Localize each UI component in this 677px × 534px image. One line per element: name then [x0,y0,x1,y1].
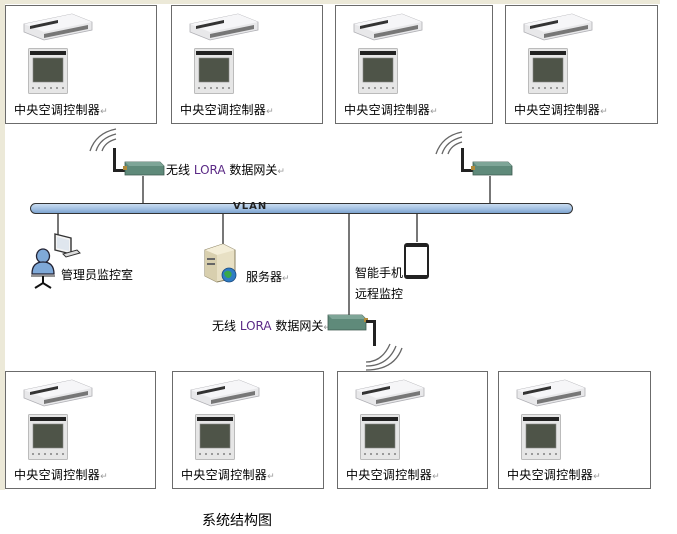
smartphone-link [416,214,418,242]
page-top-edge [0,0,660,4]
gateway-link [142,176,144,203]
vlan-bus [30,203,573,214]
controller-panel-icon [360,414,400,460]
gateway-link [348,214,350,330]
wireless-signal-icon [365,343,403,371]
ac-controller-unit: 中央空调控制器↵ [335,5,493,124]
unit-label: 中央空调控制器↵ [514,103,608,117]
admin-room-label: 管理员监控室 [61,268,134,282]
ac-controller-unit: 中央空调控制器↵ [498,371,651,489]
ac-controller-unit: 中央空调控制器↵ [5,5,157,124]
ac-controller-unit: 中央空调控制器↵ [337,371,488,489]
air-conditioner-icon [188,12,260,42]
smartphone-label-line1: 智能手机 [355,266,404,280]
controller-panel-icon [528,48,568,94]
air-conditioner-icon [189,378,261,408]
lora-gateway-icon [113,148,165,176]
server-icon [204,243,237,283]
unit-label: 中央空调控制器↵ [14,103,108,117]
page-left-edge [0,0,5,490]
unit-label: 中央空调控制器↵ [346,468,440,482]
air-conditioner-icon [522,12,594,42]
unit-label: 中央空调控制器↵ [14,468,108,482]
lora-gateway-icon [327,314,376,346]
air-conditioner-icon [354,378,426,408]
air-conditioner-icon [352,12,424,42]
gateway-label: 无线 LORA 数据网关↵ [212,319,331,333]
lora-gateway-icon [461,148,513,176]
admin-user-icon [31,248,55,289]
diagram-caption: 系统结构图 [202,513,272,529]
ac-controller-unit: 中央空调控制器↵ [171,5,323,124]
vlan-label: VLAN [233,201,268,212]
controller-panel-icon [521,414,561,460]
controller-panel-icon [28,48,68,94]
air-conditioner-icon [515,378,587,408]
controller-panel-icon [28,414,68,460]
unit-label: 中央空调控制器↵ [507,468,601,482]
unit-label: 中央空调控制器↵ [344,103,438,117]
server-link [222,214,224,244]
wireless-signal-icon [89,128,117,152]
monitor-icon [54,233,81,258]
server-label: 服务器↵ [246,270,290,284]
wireless-signal-icon [435,131,463,155]
ac-controller-unit: 中央空调控制器↵ [505,5,658,124]
controller-panel-icon [194,48,234,94]
gateway-label: 无线 LORA 数据网关↵ [166,163,285,177]
gateway-link [489,176,491,203]
unit-label: 中央空调控制器↵ [180,103,274,117]
admin-link [57,214,59,236]
controller-panel-icon [358,48,398,94]
ac-controller-unit: 中央空调控制器↵ [172,371,324,489]
unit-label: 中央空调控制器↵ [181,468,275,482]
controller-panel-icon [195,414,235,460]
air-conditioner-icon [22,378,94,408]
ac-controller-unit: 中央空调控制器↵ [5,371,156,489]
smartphone-label-line2: 远程监控 [355,287,404,301]
smartphone-icon [404,243,429,279]
smartphone-label: 智能手机 远程监控 [355,263,403,305]
air-conditioner-icon [22,12,94,42]
